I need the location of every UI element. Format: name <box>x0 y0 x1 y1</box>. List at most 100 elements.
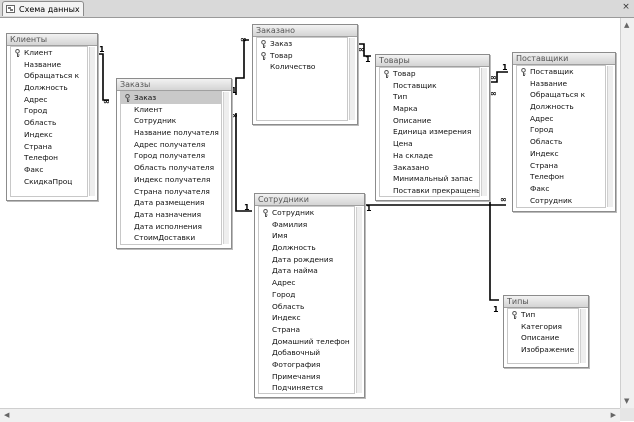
field-row[interactable]: Описание <box>508 332 578 344</box>
field-row[interactable]: Дата исполнения <box>121 221 221 233</box>
field-row[interactable]: Цена <box>380 138 479 150</box>
field-row[interactable]: Единица измерения <box>380 126 479 138</box>
field-row[interactable]: Количество <box>257 61 347 73</box>
field-row[interactable]: Должность <box>259 242 354 254</box>
table-scrollbar[interactable] <box>356 207 362 393</box>
field-row[interactable]: Телефон <box>517 171 605 183</box>
close-icon[interactable]: × <box>622 2 630 12</box>
field-row[interactable]: Обращаться к <box>11 70 87 82</box>
field-row[interactable]: Дата назначения <box>121 209 221 221</box>
field-row[interactable]: Адрес <box>259 277 354 289</box>
field-row[interactable]: Область <box>11 117 87 129</box>
field-row[interactable]: Домашний телефон <box>259 336 354 348</box>
field-row[interactable]: Сотрудник <box>259 207 354 219</box>
field-row[interactable]: Область <box>517 136 605 148</box>
field-row[interactable]: Дата рождения <box>259 254 354 266</box>
field-row[interactable]: Дата размещения <box>121 197 221 209</box>
field-row[interactable]: Фотография <box>259 359 354 371</box>
field-row[interactable]: СкидкаПроц <box>11 176 87 188</box>
table-title[interactable]: Клиенты <box>7 34 97 46</box>
field-row[interactable]: Товар <box>257 50 347 62</box>
field-row[interactable]: Факс <box>11 164 87 176</box>
field-row[interactable]: Страна <box>259 324 354 336</box>
table-scrollbar[interactable] <box>580 309 586 363</box>
field-row[interactable]: На складе <box>380 150 479 162</box>
field-row[interactable]: Должность <box>11 82 87 94</box>
field-row[interactable]: СтоимДоставки <box>121 232 221 244</box>
field-row[interactable]: Адрес <box>517 113 605 125</box>
field-row[interactable]: Область получателя <box>121 162 221 174</box>
field-row[interactable]: Поставщик <box>517 66 605 78</box>
table-title[interactable]: Заказано <box>253 25 357 37</box>
field-row[interactable]: Сотрудник <box>517 195 605 207</box>
field-row[interactable]: Индекс <box>259 312 354 324</box>
field-row[interactable]: Заказано <box>380 162 479 174</box>
table-title[interactable]: Типы <box>504 296 588 308</box>
table-scrollbar[interactable] <box>89 47 95 196</box>
table-title[interactable]: Заказы <box>117 79 231 91</box>
vertical-scrollbar[interactable]: ▲ ▼ <box>620 18 634 408</box>
field-row[interactable]: Добавочный <box>259 347 354 359</box>
field-row[interactable]: Изображение <box>508 344 578 356</box>
table-title[interactable]: Поставщики <box>513 53 615 65</box>
tab-schema[interactable]: Схема данных <box>2 1 84 16</box>
field-row[interactable]: Поставщик <box>380 80 479 92</box>
field-row[interactable]: Страна <box>517 160 605 172</box>
field-row[interactable]: Название <box>11 59 87 71</box>
scroll-right-icon[interactable]: ▶ <box>610 411 616 419</box>
field-row[interactable]: Поставки прекращены <box>380 185 479 196</box>
field-row[interactable]: Город <box>259 289 354 301</box>
field-row[interactable]: Страна <box>11 141 87 153</box>
field-row[interactable]: Имя <box>259 230 354 242</box>
field-row[interactable]: Дата найма <box>259 265 354 277</box>
field-row[interactable]: Адрес получателя <box>121 139 221 151</box>
table-title[interactable]: Сотрудники <box>255 194 364 206</box>
field-row[interactable]: Адрес <box>11 94 87 106</box>
table-scrollbar[interactable] <box>481 68 487 196</box>
table-title[interactable]: Товары <box>376 55 489 67</box>
field-row[interactable]: Индекс <box>517 148 605 160</box>
field-row[interactable]: Должность <box>517 101 605 113</box>
scroll-left-icon[interactable]: ◀ <box>4 411 10 419</box>
field-row[interactable]: Тип <box>380 91 479 103</box>
field-row[interactable]: Клиент <box>11 47 87 59</box>
field-row[interactable]: Название получателя <box>121 127 221 139</box>
table-scrollbar[interactable] <box>223 92 229 244</box>
field-row[interactable]: Клиент <box>121 104 221 116</box>
field-row[interactable]: Описание <box>380 115 479 127</box>
table-scrollbar[interactable] <box>349 38 355 120</box>
field-row[interactable]: Индекс <box>11 129 87 141</box>
field-row[interactable]: Товар <box>380 68 479 80</box>
scroll-up-icon[interactable]: ▲ <box>624 21 630 29</box>
field-row[interactable]: Факс <box>517 183 605 195</box>
horizontal-scrollbar[interactable]: ◀ ▶ <box>0 408 620 422</box>
field-row[interactable]: Город получателя <box>121 150 221 162</box>
field-row[interactable]: Сотрудник <box>121 115 221 127</box>
field-row[interactable]: Телефон <box>11 152 87 164</box>
field-row[interactable]: Область <box>259 301 354 313</box>
field-row[interactable]: Примечания <box>259 371 354 383</box>
field-row[interactable]: Город <box>517 124 605 136</box>
field-row[interactable]: Фамилия <box>259 219 354 231</box>
field-row[interactable]: Индекс получателя <box>121 174 221 186</box>
field-row[interactable]: Подчиняется <box>259 382 354 393</box>
scroll-down-icon[interactable]: ▼ <box>624 397 630 405</box>
field-row[interactable]: Обращаться к <box>517 89 605 101</box>
field-row[interactable]: Категория <box>508 321 578 333</box>
field-row[interactable]: Название <box>517 78 605 90</box>
field-row[interactable]: Страна получателя <box>121 186 221 198</box>
